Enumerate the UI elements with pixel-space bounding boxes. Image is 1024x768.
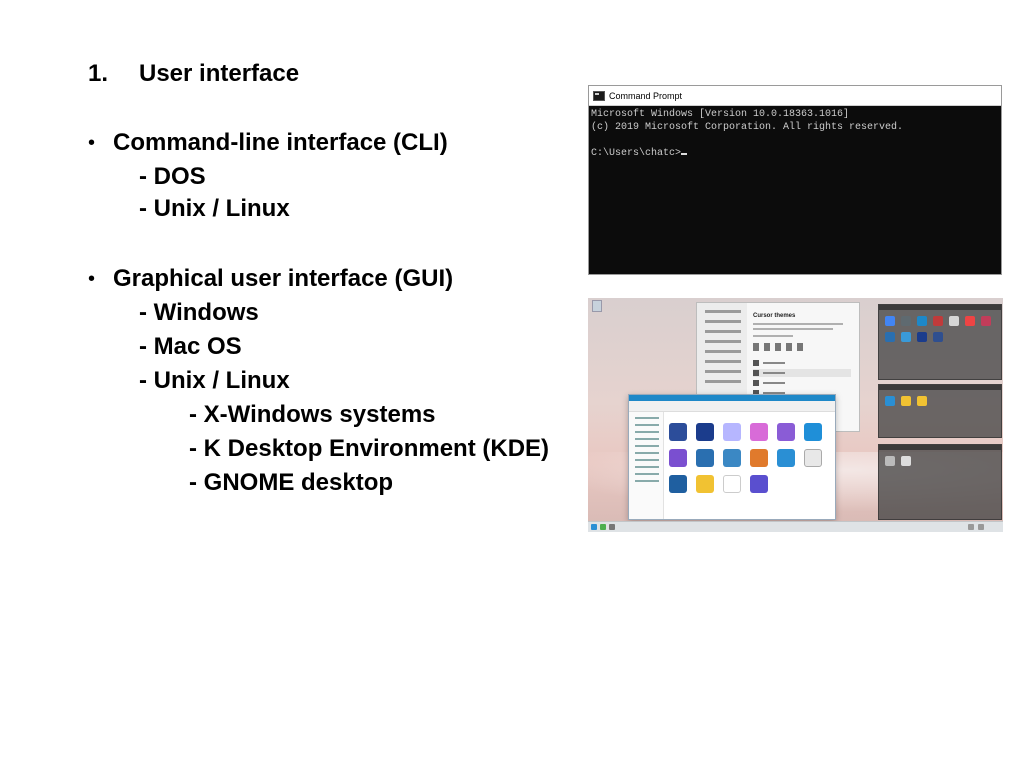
command-prompt-title: Command Prompt <box>609 90 683 101</box>
gui-subitem-gnome: - GNOME desktop <box>189 469 394 496</box>
gui-item-windows: - Windows <box>139 299 259 326</box>
app-icon <box>723 449 741 467</box>
app-icon <box>750 449 768 467</box>
app-icon <box>723 423 741 441</box>
app-icon <box>777 449 795 467</box>
folders-panel <box>878 384 1002 438</box>
heading-number: 1. <box>88 60 109 87</box>
file-manager-sidebar <box>629 412 664 519</box>
bullet-gui: • <box>88 268 96 290</box>
app-icon <box>696 449 714 467</box>
command-prompt-icon <box>593 90 605 101</box>
app-icon <box>696 475 714 493</box>
console-line: Microsoft Windows [Version 10.0.18363.10… <box>591 109 850 120</box>
settings-text-line <box>753 335 793 337</box>
page-title: User interface <box>139 60 300 87</box>
console-cursor <box>681 153 688 155</box>
gui-item-unix: - Unix / Linux <box>139 367 290 394</box>
recycle-bin-icon <box>592 300 602 312</box>
gui-desktop-screenshot: Cursor themes <box>588 298 1003 532</box>
theme-row <box>753 359 851 367</box>
app-icon <box>696 423 714 441</box>
taskbar <box>588 521 1003 532</box>
app-icon <box>750 475 768 493</box>
app-icon <box>750 423 768 441</box>
file-manager-window <box>628 394 836 520</box>
files-panel <box>878 444 1002 520</box>
cursor-preview-row <box>753 343 803 351</box>
console-prompt-line: C:\Users\chatc> <box>591 147 999 160</box>
theme-row-selected <box>753 369 851 377</box>
settings-text-line <box>753 328 833 330</box>
console-prompt: C:\Users\chatc> <box>591 148 682 159</box>
file-manager-titlebar <box>629 395 835 401</box>
gui-item-macos: - Mac OS <box>139 333 242 360</box>
command-prompt-titlebar: Command Prompt <box>589 86 1001 106</box>
gui-subitem-xwindows: - X-Windows systems <box>189 401 436 428</box>
app-icon <box>669 423 687 441</box>
theme-row <box>753 389 851 397</box>
app-icon <box>804 449 822 467</box>
cli-item-unix: - Unix / Linux <box>139 195 290 222</box>
section-cli-label: Command-line interface (CLI) <box>113 129 448 156</box>
bullet-cli: • <box>88 132 96 154</box>
settings-text-line <box>753 323 843 325</box>
section-gui-label: Graphical user interface (GUI) <box>113 265 454 292</box>
settings-heading: Cursor themes <box>753 313 796 319</box>
gui-subitem-kde: - K Desktop Environment (KDE) <box>189 435 550 462</box>
cli-item-dos: - DOS <box>139 163 206 190</box>
app-icon <box>669 449 687 467</box>
app-icon <box>669 475 687 493</box>
app-icon <box>804 423 822 441</box>
app-icon <box>723 475 741 493</box>
app-icon <box>777 423 795 441</box>
console-line <box>591 134 999 147</box>
theme-row <box>753 379 851 387</box>
console-output: Microsoft Windows [Version 10.0.18363.10… <box>589 106 1001 162</box>
programs-panel <box>878 304 1002 380</box>
command-prompt-screenshot: Command Prompt Microsoft Windows [Versio… <box>588 85 1002 275</box>
console-line: (c) 2019 Microsoft Corporation. All righ… <box>591 122 904 133</box>
file-manager-toolbar <box>629 401 835 412</box>
file-icon-grid <box>669 423 826 493</box>
